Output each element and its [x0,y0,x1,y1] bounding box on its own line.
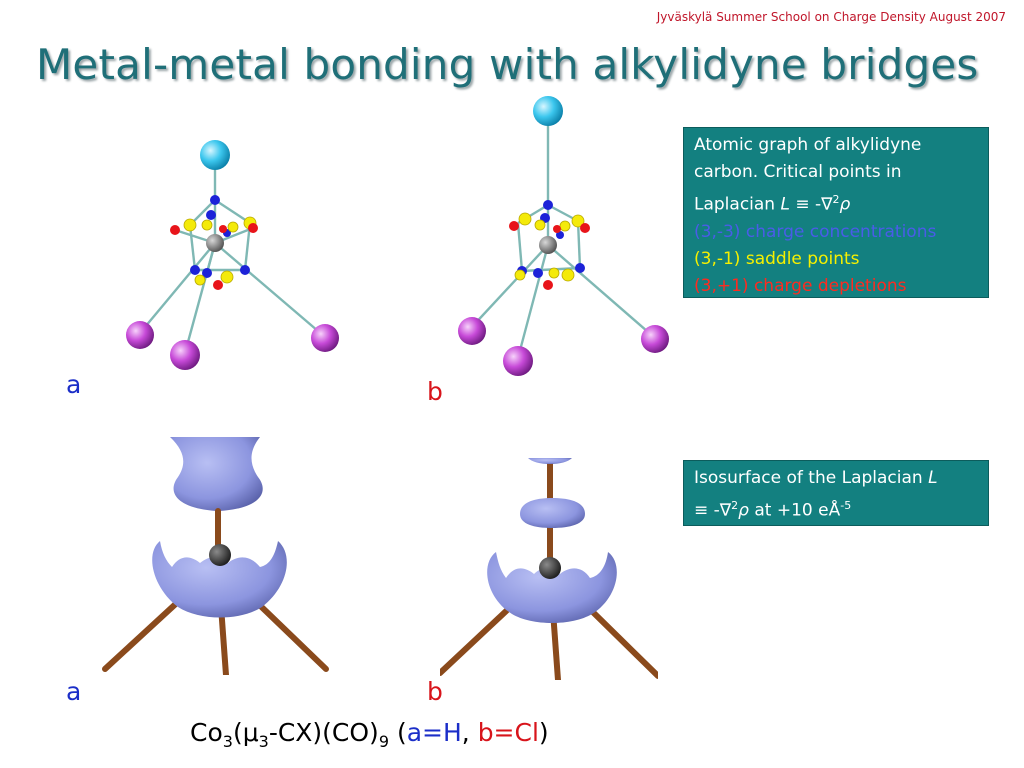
saddle-points [514,212,585,282]
header-note: Jyväskylä Summer School on Charge Densit… [656,10,1006,24]
infobox-line: carbon. Critical points in [694,162,902,182]
charge-concentration-points [190,195,250,278]
infobox-line: ≡ -∇2ρ at +10 eÅ-5 [694,499,852,521]
isosurface-render-a [102,437,329,675]
carbon-atom [206,234,224,252]
apex-atom-cyan [200,140,230,170]
cobalt-atom [503,346,533,376]
legend-saddle-points: (3,-1) saddle points [694,248,860,269]
cobalt-atom [311,324,339,352]
carbon-atom [539,236,557,254]
charge-depletion-points [509,221,590,290]
infobox-isosurface: Isosurface of the Laplacian L ≡ -∇2ρ at … [683,460,989,526]
cobalt-atom [641,325,669,353]
slide-title: Metal-metal bonding with alkylidyne brid… [36,40,979,89]
infobox-line: Atomic graph of alkylidyne [694,135,922,155]
isosurface-lower-bowl [152,541,287,618]
label-a-bottom: a [66,677,82,706]
infobox-critical-points: Atomic graph of alkylidyne carbon. Criti… [683,127,989,298]
label-b-bottom: b [427,677,443,706]
legend-charge-concentrations: (3,-3) charge concentrations [694,221,937,242]
isosurface-top-cap [528,458,572,464]
formula-b: b=Cl [477,718,539,747]
isosurface-render-b [440,458,658,680]
legend-charge-depletions: (3,+1) charge depletions [694,275,907,296]
isosurface-upper-lobe [170,437,263,511]
label-a-top: a [66,370,82,399]
cobalt-atom [170,340,200,370]
charge-depletion-points [170,223,258,290]
infobox-line: Isosurface of the Laplacian L [694,468,938,488]
cobalt-atom [126,321,154,349]
isosurface-upper-lobe [520,498,585,528]
chemical-formula: Co3(μ3-CX)(CO)9 (a=H, b=Cl) [190,718,549,751]
carbon-atom [539,557,561,579]
saddle-points [183,216,257,286]
formula-a: a=H [406,718,462,747]
infobox-line: Laplacian L ≡ -∇2ρ [694,193,851,215]
cobalt-atom [458,317,486,345]
atomic-graph-b [458,96,669,376]
atomic-graph-a [126,140,339,370]
carbon-atom [209,544,231,566]
isosurface-lower-bowl [487,552,617,623]
label-b-top: b [427,377,443,406]
apex-atom-cyan [533,96,563,126]
